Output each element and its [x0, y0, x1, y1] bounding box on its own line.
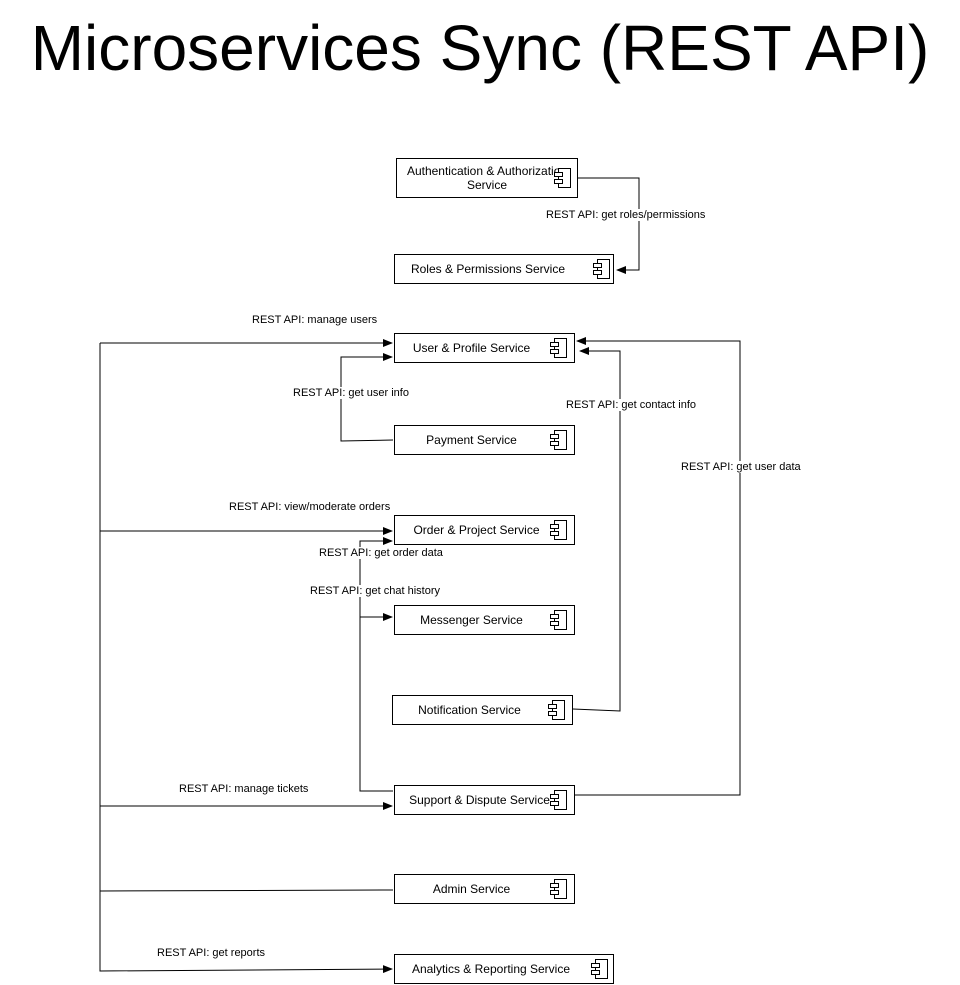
- auth-service-label: Authentication & Authorization Service: [406, 164, 568, 192]
- component-icon: [591, 959, 608, 979]
- admin-service-label: Admin Service: [432, 882, 511, 896]
- edge-label-get-roles: REST API: get roles/permissions: [546, 209, 706, 221]
- component-icon: [550, 430, 567, 450]
- support-dispute-service-box[interactable]: Support & Dispute Service: [394, 785, 575, 815]
- component-icon: [554, 168, 571, 188]
- edge-label-manage-tickets: REST API: manage tickets: [179, 783, 309, 795]
- user-profile-service-label: User & Profile Service: [412, 341, 531, 355]
- edge-get-user-info: [340, 353, 394, 442]
- analytics-reporting-service-box[interactable]: Analytics & Reporting Service: [394, 954, 614, 984]
- diagram-title: Microservices Sync (REST API): [30, 12, 930, 84]
- edge-label-get-user-data: REST API: get user data: [681, 461, 801, 473]
- admin-service-box[interactable]: Admin Service: [394, 874, 575, 904]
- edge-get-order-data: [359, 537, 393, 792]
- messenger-service-box[interactable]: Messenger Service: [394, 605, 575, 635]
- analytics-reporting-service-label: Analytics & Reporting Service: [411, 962, 571, 976]
- edge-label-get-user-info: REST API: get user info: [293, 387, 409, 399]
- messenger-service-label: Messenger Service: [420, 613, 523, 627]
- component-icon: [550, 338, 567, 358]
- notification-service-box[interactable]: Notification Service: [392, 695, 573, 725]
- payment-service-label: Payment Service: [426, 433, 517, 447]
- order-project-service-label: Order & Project Service: [413, 523, 540, 537]
- roles-permissions-service-box[interactable]: Roles & Permissions Service: [394, 254, 614, 284]
- edge-get-reports: [99, 891, 393, 974]
- order-project-service-box[interactable]: Order & Project Service: [394, 515, 575, 545]
- component-icon: [550, 790, 567, 810]
- component-icon: [593, 259, 610, 279]
- edge-label-get-reports: REST API: get reports: [157, 947, 266, 959]
- edge-admin-bus: [99, 343, 394, 892]
- edge-label-get-contact-info: REST API: get contact info: [566, 399, 697, 411]
- edge-label-manage-users: REST API: manage users: [252, 314, 378, 326]
- component-icon: [550, 520, 567, 540]
- auth-service-box[interactable]: Authentication & Authorization Service: [396, 158, 578, 198]
- edge-label-view-moderate-orders: REST API: view/moderate orders: [229, 501, 391, 513]
- edge-label-get-order-data: REST API: get order data: [319, 547, 443, 559]
- support-dispute-service-label: Support & Dispute Service: [409, 793, 550, 807]
- roles-permissions-service-label: Roles & Permissions Service: [410, 262, 566, 276]
- edge-get-contact-info: [572, 347, 621, 712]
- notification-service-label: Notification Service: [418, 703, 521, 717]
- edge-get-user-data: [575, 337, 741, 796]
- component-icon: [548, 700, 565, 720]
- payment-service-box[interactable]: Payment Service: [394, 425, 575, 455]
- user-profile-service-box[interactable]: User & Profile Service: [394, 333, 575, 363]
- component-icon: [550, 610, 567, 630]
- component-icon: [550, 879, 567, 899]
- edge-label-get-chat-history: REST API: get chat history: [310, 585, 441, 597]
- edge-get-roles: [578, 177, 640, 274]
